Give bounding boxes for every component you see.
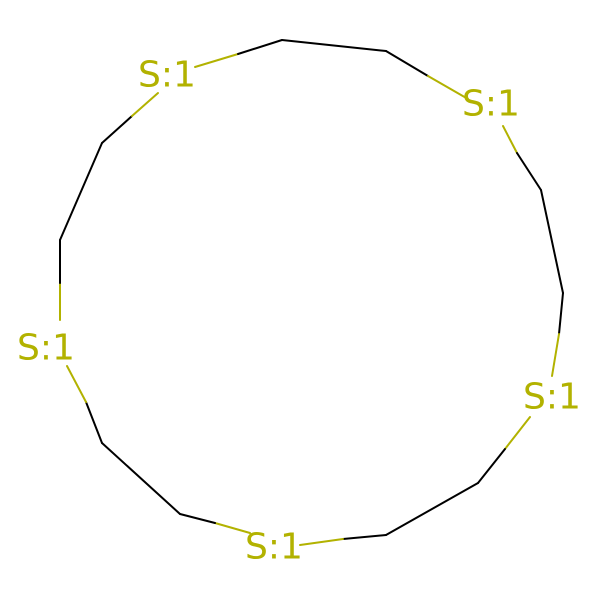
atom-label-s5: S:1 (17, 328, 75, 369)
bond-segment (299, 538, 344, 546)
bond-segment (551, 333, 560, 377)
bond-segment (342, 534, 387, 540)
bond-segment (237, 39, 283, 55)
bond-segment (131, 92, 159, 117)
bond-segment (281, 39, 387, 52)
bond-segment (427, 75, 469, 100)
bond-segment (504, 416, 531, 450)
bond-segment (85, 401, 103, 444)
bonds-layer (59, 39, 564, 546)
atom-label-s2: S:1 (462, 84, 520, 125)
bond-segment (59, 142, 103, 241)
bond-segment (516, 152, 542, 191)
bond-segment (477, 448, 506, 484)
bond-segment (101, 115, 133, 144)
bond-segment (66, 365, 87, 403)
bond-segment (214, 522, 251, 534)
atom-label-s1: S:1 (138, 55, 196, 96)
bond-segment (385, 482, 479, 536)
bond-segment (558, 292, 564, 335)
bond-segment (179, 513, 216, 524)
bond-segment (101, 442, 181, 515)
atom-labels-layer: S:1 S:1 S:1 S:1 S:1 (17, 55, 581, 568)
bond-segment (502, 125, 518, 154)
atom-label-s4: S:1 (245, 527, 303, 568)
bond-segment (194, 53, 239, 68)
bond-segment (385, 50, 429, 77)
atom-label-s3: S:1 (523, 377, 581, 418)
bond-segment (540, 189, 564, 294)
